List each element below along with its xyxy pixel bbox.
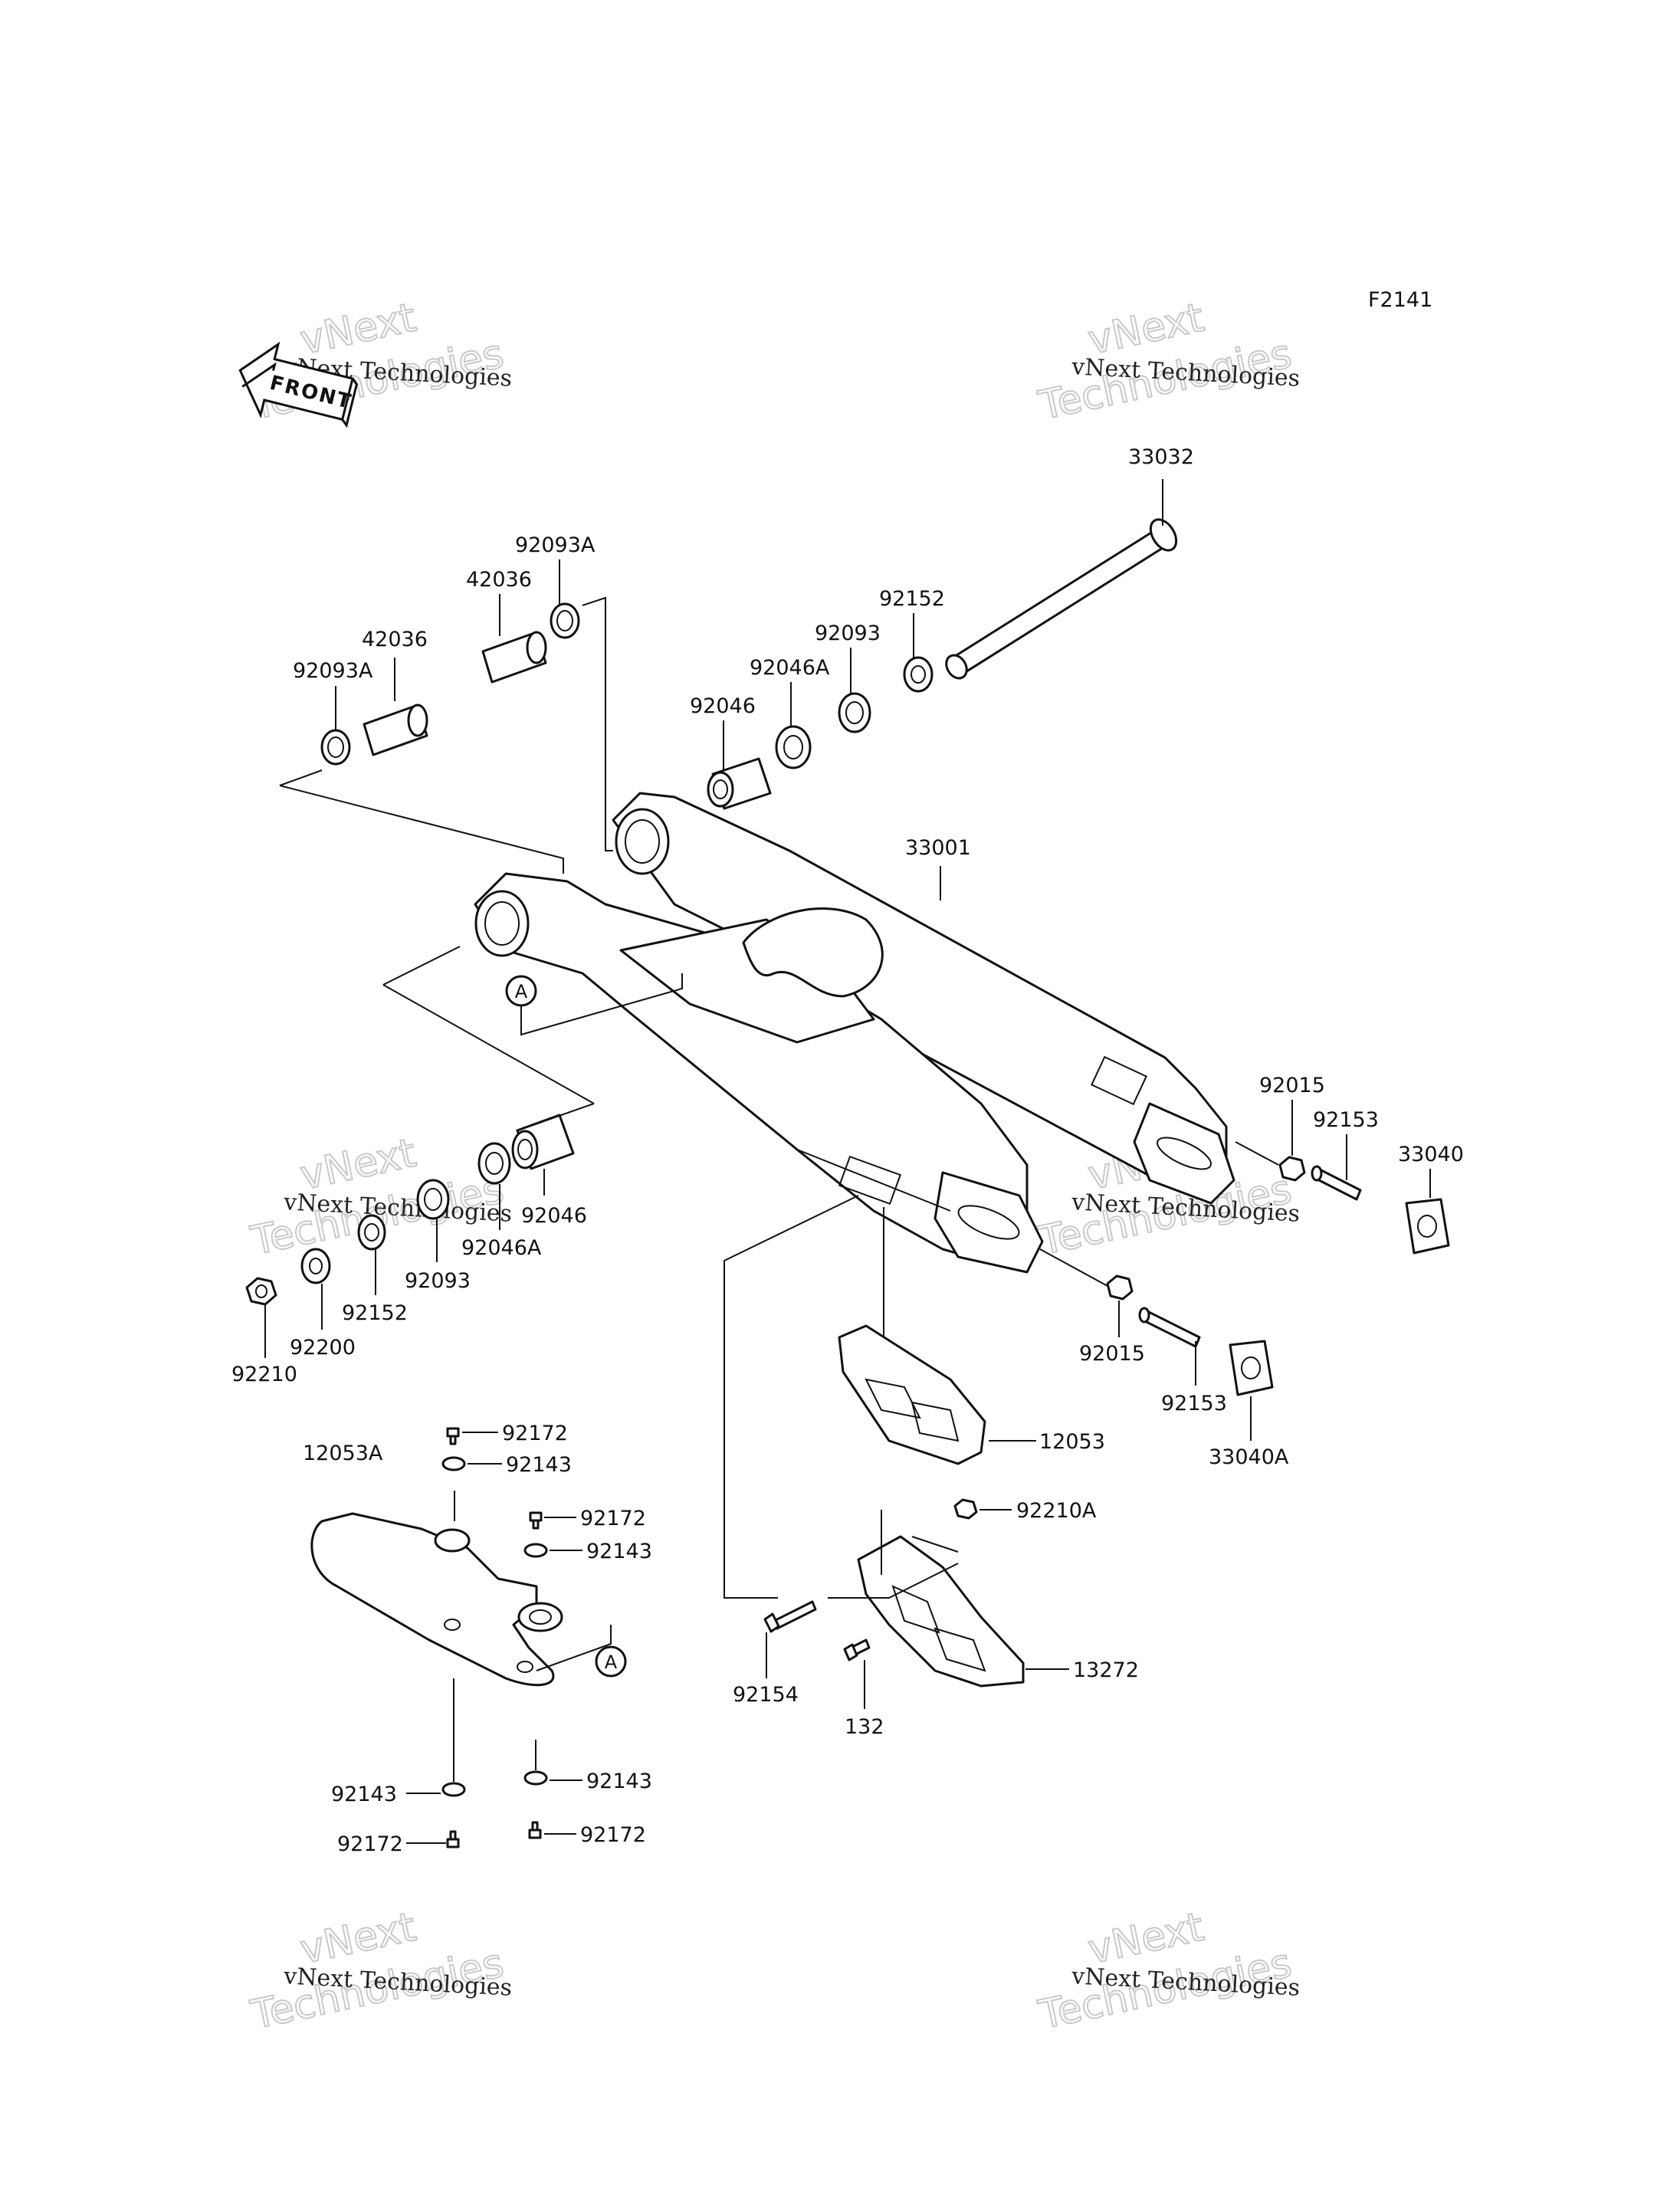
label-92046A-top: 92046A	[750, 656, 830, 680]
label-92143-a: 92143	[506, 1453, 572, 1477]
seal-92046A-left	[477, 1142, 511, 1185]
label-92154: 92154	[733, 1683, 799, 1707]
screw-92172-c	[446, 1830, 460, 1848]
washer-92152-top	[903, 656, 934, 693]
seal-92093-left	[416, 1179, 450, 1220]
label-92210: 92210	[231, 1363, 297, 1386]
label-42036-top: 42036	[466, 568, 532, 592]
seal-92093A-left	[320, 729, 351, 766]
label-92046-left: 92046	[521, 1204, 587, 1228]
label-92093-left: 92093	[405, 1269, 471, 1293]
nut-92210	[245, 1277, 277, 1306]
washer-92143-c	[441, 1782, 466, 1797]
bolt-92153-top	[1311, 1165, 1362, 1201]
label-92172-a: 92172	[502, 1422, 568, 1445]
label-33040: 33040	[1398, 1143, 1464, 1166]
pivot-shaft-33032	[945, 518, 1178, 680]
swingarm-33001	[474, 792, 1235, 1274]
label-132: 132	[845, 1715, 884, 1739]
washer-92143-a	[441, 1456, 466, 1471]
label-12053A: 12053A	[303, 1442, 383, 1465]
label-92172-b: 92172	[580, 1507, 646, 1530]
bolt-132	[843, 1638, 871, 1661]
chain-guide-13272	[857, 1535, 1025, 1688]
label-92172-c: 92172	[337, 1832, 403, 1856]
bearing-92046-top	[707, 757, 772, 810]
label-92046A-left: 92046A	[461, 1236, 542, 1260]
seal-92093-top	[838, 692, 871, 733]
label-33040A: 33040A	[1209, 1445, 1289, 1469]
front-arrow-icon: FRONT	[238, 341, 358, 428]
label-92172-d: 92172	[580, 1823, 646, 1847]
seal-92093A-top	[550, 602, 580, 639]
nut-92015-bottom	[1106, 1274, 1134, 1301]
screw-92172-a	[446, 1427, 460, 1445]
label-42036-left: 42036	[362, 628, 428, 651]
label-92153-top: 92153	[1313, 1108, 1379, 1132]
bolt-92153-bottom	[1138, 1307, 1201, 1348]
block-33040	[1405, 1198, 1450, 1255]
svg-text:A: A	[605, 1652, 618, 1673]
label-92093A-left: 92093A	[293, 659, 373, 683]
washer-92152-left	[357, 1214, 386, 1251]
label-92046-top: 92046	[690, 694, 756, 718]
label-92143-d: 92143	[586, 1770, 652, 1793]
label-92152-top: 92152	[879, 587, 945, 611]
block-33040A	[1229, 1340, 1274, 1396]
bearing-92046-left	[511, 1114, 575, 1170]
bolt-92154	[763, 1600, 817, 1633]
label-33032: 33032	[1128, 445, 1194, 469]
label-92200: 92200	[290, 1336, 356, 1360]
reference-mark-a-lower: A	[595, 1645, 627, 1678]
washer-92143-b	[523, 1543, 548, 1558]
label-92143-b: 92143	[586, 1540, 652, 1563]
label-92143-c: 92143	[331, 1783, 397, 1806]
nut-92210A	[953, 1498, 978, 1520]
screw-92172-d	[528, 1821, 542, 1839]
watermark-top-right: vNext Technologies vNext Technologies	[1034, 294, 1301, 431]
label-92153-bottom: 92153	[1161, 1392, 1227, 1415]
label-92210A: 92210A	[1016, 1499, 1097, 1523]
leader-lines	[264, 479, 1431, 1844]
label-92015-bottom: 92015	[1079, 1342, 1145, 1366]
watermark-bottom-left: vNext Technologies vNext Technologies	[246, 1904, 513, 2040]
label-92015-top: 92015	[1259, 1074, 1325, 1097]
label-33001: 33001	[905, 836, 971, 860]
chain-slider-12053A	[310, 1512, 563, 1687]
nut-92015-top	[1278, 1156, 1306, 1182]
svg-text:A: A	[515, 981, 528, 1002]
reference-mark-a-upper: A	[505, 975, 537, 1007]
collar-42036-left	[363, 704, 428, 756]
label-92152-left: 92152	[342, 1301, 408, 1325]
washer-92200	[300, 1248, 331, 1284]
label-92093A-top: 92093A	[515, 533, 596, 557]
seal-92046A-top	[775, 725, 812, 769]
watermark-bottom-right: vNext Technologies vNext Technologies	[1034, 1904, 1301, 2040]
label-92093-top: 92093	[815, 622, 881, 645]
figure-code: F2141	[1368, 288, 1432, 312]
washer-92143-d	[523, 1770, 548, 1786]
label-13272: 13272	[1073, 1658, 1139, 1682]
collar-42036-top	[481, 631, 547, 684]
chain-guide-12053	[838, 1324, 986, 1465]
part-labels: 33032 92093A 42036 42036 92093A 92152 92…	[231, 445, 1464, 1856]
label-12053: 12053	[1039, 1430, 1105, 1454]
screw-92172-b	[529, 1511, 543, 1530]
